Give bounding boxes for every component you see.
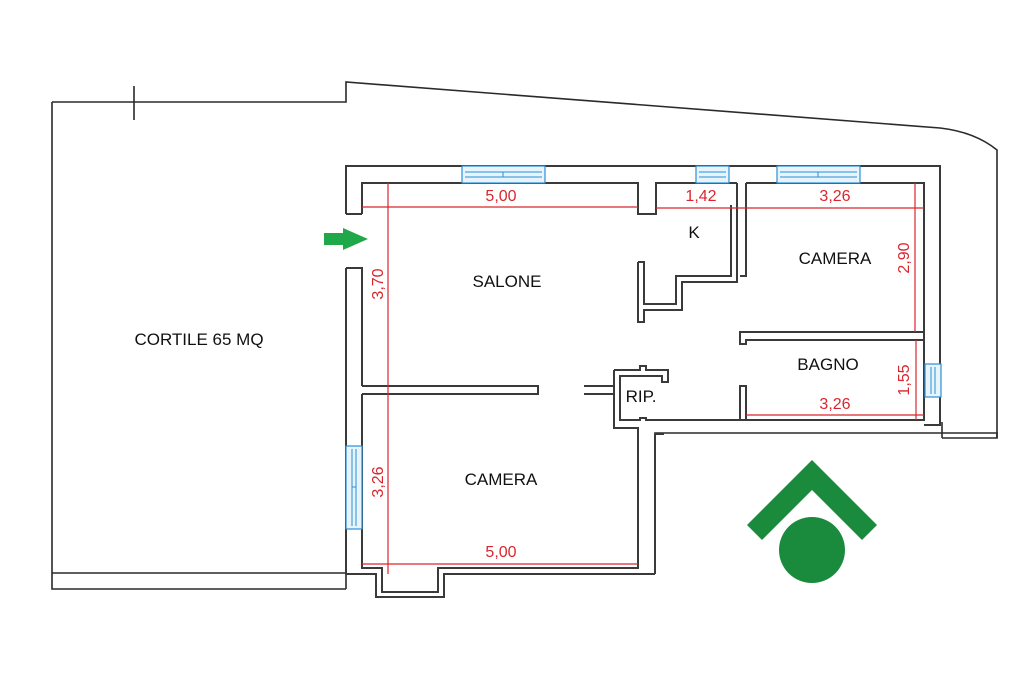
dim-camera-bottom-width: 5,00 [485,544,516,561]
window-camera-top [776,165,861,184]
dim-bagno-width: 3,26 [819,396,850,413]
windows [345,165,942,530]
room-label-cortile: CORTILE 65 MQ [134,330,263,349]
room-label-kitchen: K [688,223,700,242]
dimension-labels: 5,00 3,70 1,42 3,26 2,90 3,26 1,55 5,00 … [370,188,913,561]
window-bagno [924,363,942,398]
room-label-bagno: BAGNO [797,355,858,374]
dimension-lines [362,183,924,574]
window-camera-bottom [345,445,363,530]
room-label-camera-top: CAMERA [799,249,872,268]
dim-salone-width: 5,00 [485,188,516,205]
room-label-ripostiglio: RIP. [626,387,657,406]
dim-camera-bottom-depth: 3,26 [370,466,387,497]
interior-walls [362,183,925,421]
dim-bagno-depth: 1,55 [896,364,913,395]
window-kitchen [695,165,730,184]
arrow-right-icon [324,228,368,250]
dim-camera-top-width: 3,26 [819,188,850,205]
house-roof-circle-logo [747,460,877,583]
room-label-salone: SALONE [473,272,542,291]
room-label-camera-bottom: CAMERA [465,470,538,489]
exterior-walls [345,165,941,598]
dim-kitchen-width: 1,42 [685,188,716,205]
room-labels: CORTILE 65 MQ SALONE K CAMERA BAGNO RIP.… [134,223,872,489]
window-salone [461,165,546,184]
dim-camera-top-depth: 2,90 [896,242,913,273]
dim-salone-depth: 3,70 [370,268,387,299]
